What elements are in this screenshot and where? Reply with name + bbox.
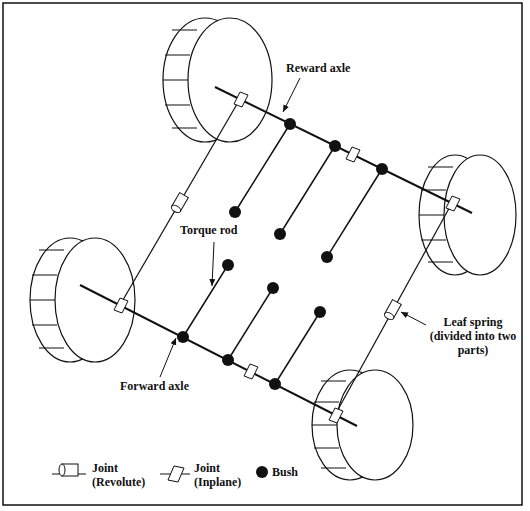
part-label: Torque rod [180,224,270,238]
wheels [30,18,516,480]
torque-rods [183,124,382,384]
inplane-joints [114,92,460,423]
frame [3,3,522,505]
part-label: Leaf spring (divided into two parts) [428,316,518,357]
axle-label: Reward axle [286,62,396,76]
axle-label: Forward axle [120,380,230,394]
revolute-joints [170,193,401,321]
leaf-springs [120,99,452,415]
leader-lines [160,78,426,377]
legend-text: Joint (Inplane) [194,462,256,490]
legend-text: Joint (Revolute) [92,462,160,490]
axles [80,87,472,426]
legend-text: Bush [272,466,332,480]
bushes [177,118,388,390]
